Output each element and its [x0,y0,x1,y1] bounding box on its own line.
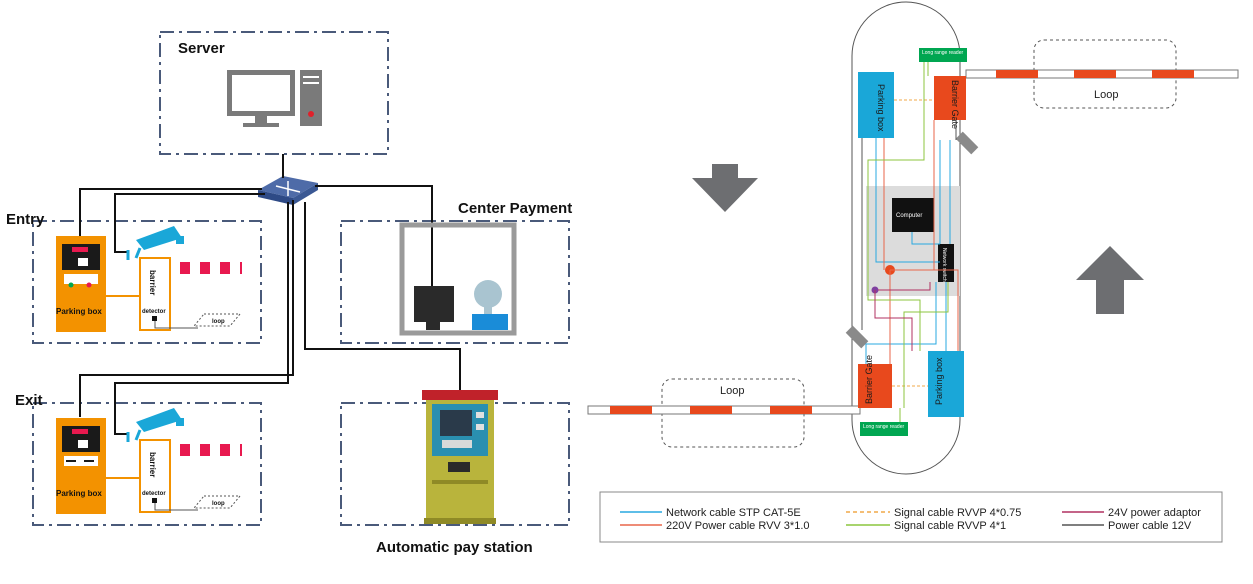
entry-barrier-label: barrier [148,270,157,295]
exit-barrier-label: barrier [148,452,157,477]
exit-camera-icon [126,408,184,442]
exit-parking-box: Parking box [56,418,106,514]
monitor-icon [227,70,295,127]
legend-label-12v: Power cable 12V [1108,520,1192,532]
computer-box: Computer [892,198,934,232]
network-switch-icon [258,176,318,205]
exit-label: Exit [15,392,43,409]
entry-zone [32,220,262,344]
legend-item-12v: Power cable 12V [1062,520,1192,532]
top-loop-label: Loop [1094,89,1118,101]
top-parking-box-label: Parking box [876,84,886,132]
top-barrier-boom [965,69,1239,79]
legend-item-signal-075: Signal cable RVVP 4*0.75 [846,507,1021,519]
legend-label-signal-1: Signal cable RVVP 4*1 [894,520,1006,532]
payment-booth [399,222,517,336]
legend-label-signal-075: Signal cable RVVP 4*0.75 [894,507,1021,519]
entry-parking-box: Parking box [56,236,106,332]
entry-camera-icon [126,226,184,260]
bottom-parking-box-label: Parking box [934,357,944,405]
bottom-barrier-gate: Barrier Gate [858,355,892,408]
top-parking-box: Parking box [858,72,894,138]
legend-label-network: Network cable STP CAT-5E [666,507,801,519]
network-lines [79,154,461,435]
computer-label: Computer [896,213,922,219]
entry-parking-box-label: Parking box [56,307,102,316]
network-switch-box: Network switch [938,244,954,282]
cable-runs [861,62,959,422]
exit-zone [32,402,262,526]
legend-item-24v: 24V power adaptor [1062,507,1201,519]
network-switch-label: Network switch [941,248,947,282]
legend-item-220v: 220V Power cable RVV 3*1.0 [620,520,810,532]
bottom-barrier-boom [587,405,861,415]
legend-label-220v: 220V Power cable RVV 3*1.0 [666,520,810,532]
entry-label: Entry [6,211,45,228]
top-barrier-gate-label: Barrier Gate [950,80,960,129]
legend-label-24v: 24V power adaptor [1108,507,1201,519]
bottom-long-range-reader: Long range reader [860,422,908,436]
server-zone [159,31,389,155]
server-label: Server [178,40,225,57]
top-reader-label: Long range reader [922,50,963,56]
center-payment-zone [340,220,570,344]
entry-loop-label: loop [212,319,225,325]
bottom-barrier-gate-label: Barrier Gate [864,355,874,404]
bottom-camera-icon [845,325,869,349]
exit-barrier: barrier detector loop [139,439,242,513]
center-payment-label: Center Payment [458,200,572,217]
legend-item-network: Network cable STP CAT-5E [620,507,801,519]
bottom-parking-box: Parking box [928,351,964,417]
entry-detector-label: detector [142,309,166,315]
exit-detector-label: detector [142,491,166,497]
top-barrier-gate: Barrier Gate [934,76,966,129]
down-arrow-icon [692,164,758,212]
pay-station-label: Automatic pay station [376,539,533,556]
exit-loop-label: loop [212,501,225,507]
exit-parking-box-label: Parking box [56,489,102,498]
up-arrow-icon [1076,246,1144,314]
legend: Network cable STP CAT-5E 220V Power cabl… [599,491,1223,543]
legend-item-signal-1: Signal cable RVVP 4*1 [846,520,1006,532]
top-long-range-reader: Long range reader [919,48,967,62]
pay-station-kiosk [422,390,498,524]
top-camera-icon [955,131,979,155]
entry-barrier: barrier detector loop [139,257,242,331]
server-tower-icon [300,70,322,126]
bottom-reader-label: Long range reader [863,424,904,430]
bottom-loop-label: Loop [720,385,744,397]
